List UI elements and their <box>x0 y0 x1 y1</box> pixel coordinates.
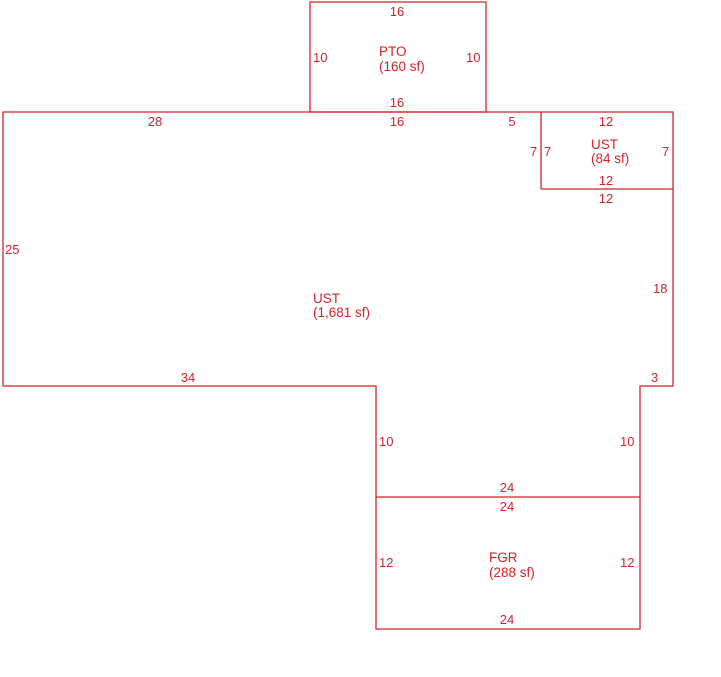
dim-pto-right: 10 <box>466 50 480 65</box>
dim-fgr-top-inner: 24 <box>500 499 514 514</box>
ust-small-area-label: (84 sf) <box>591 151 629 166</box>
ust-main-area-label: (1,681 sf) <box>313 305 370 320</box>
dim-main-top-mid: 16 <box>390 114 404 129</box>
dim-main-top-right: 5 <box>508 114 515 129</box>
dim-main-right: 18 <box>653 281 667 296</box>
ust-main-code-label: UST <box>313 291 340 306</box>
dim-pto-bottom: 16 <box>390 95 404 110</box>
dim-fgr-bottom: 24 <box>500 612 514 627</box>
dim-ust-small-right: 7 <box>662 144 669 159</box>
dim-ust-small-bottom-inner: 12 <box>599 173 613 188</box>
ust-main-outline <box>2 111 674 630</box>
dim-ust-small-left-outer: 7 <box>530 144 537 159</box>
dim-ell-right: 10 <box>620 434 634 449</box>
dim-fgr-right: 12 <box>620 555 634 570</box>
pto-area-label: (160 sf) <box>379 59 425 74</box>
dim-pto-top: 16 <box>390 4 404 19</box>
dim-main-top-left: 28 <box>148 114 162 129</box>
dim-main-bottom-left: 34 <box>181 370 195 385</box>
dim-ust-small-left-inner: 7 <box>544 144 551 159</box>
ust-small-code-label: UST <box>591 137 618 152</box>
fgr-code-label: FGR <box>489 550 518 565</box>
dim-main-step-right: 3 <box>651 370 658 385</box>
pto-code-label: PTO <box>379 44 407 59</box>
dim-main-left: 25 <box>5 242 19 257</box>
dim-pto-left: 10 <box>313 50 327 65</box>
dim-ell-left: 10 <box>379 434 393 449</box>
dim-fgr-left: 12 <box>379 555 393 570</box>
dim-ust-small-top: 12 <box>599 114 613 129</box>
dim-fgr-top-outer: 24 <box>500 480 514 495</box>
dim-ust-small-bottom-outer: 12 <box>599 191 613 206</box>
fgr-area-label: (288 sf) <box>489 565 535 580</box>
